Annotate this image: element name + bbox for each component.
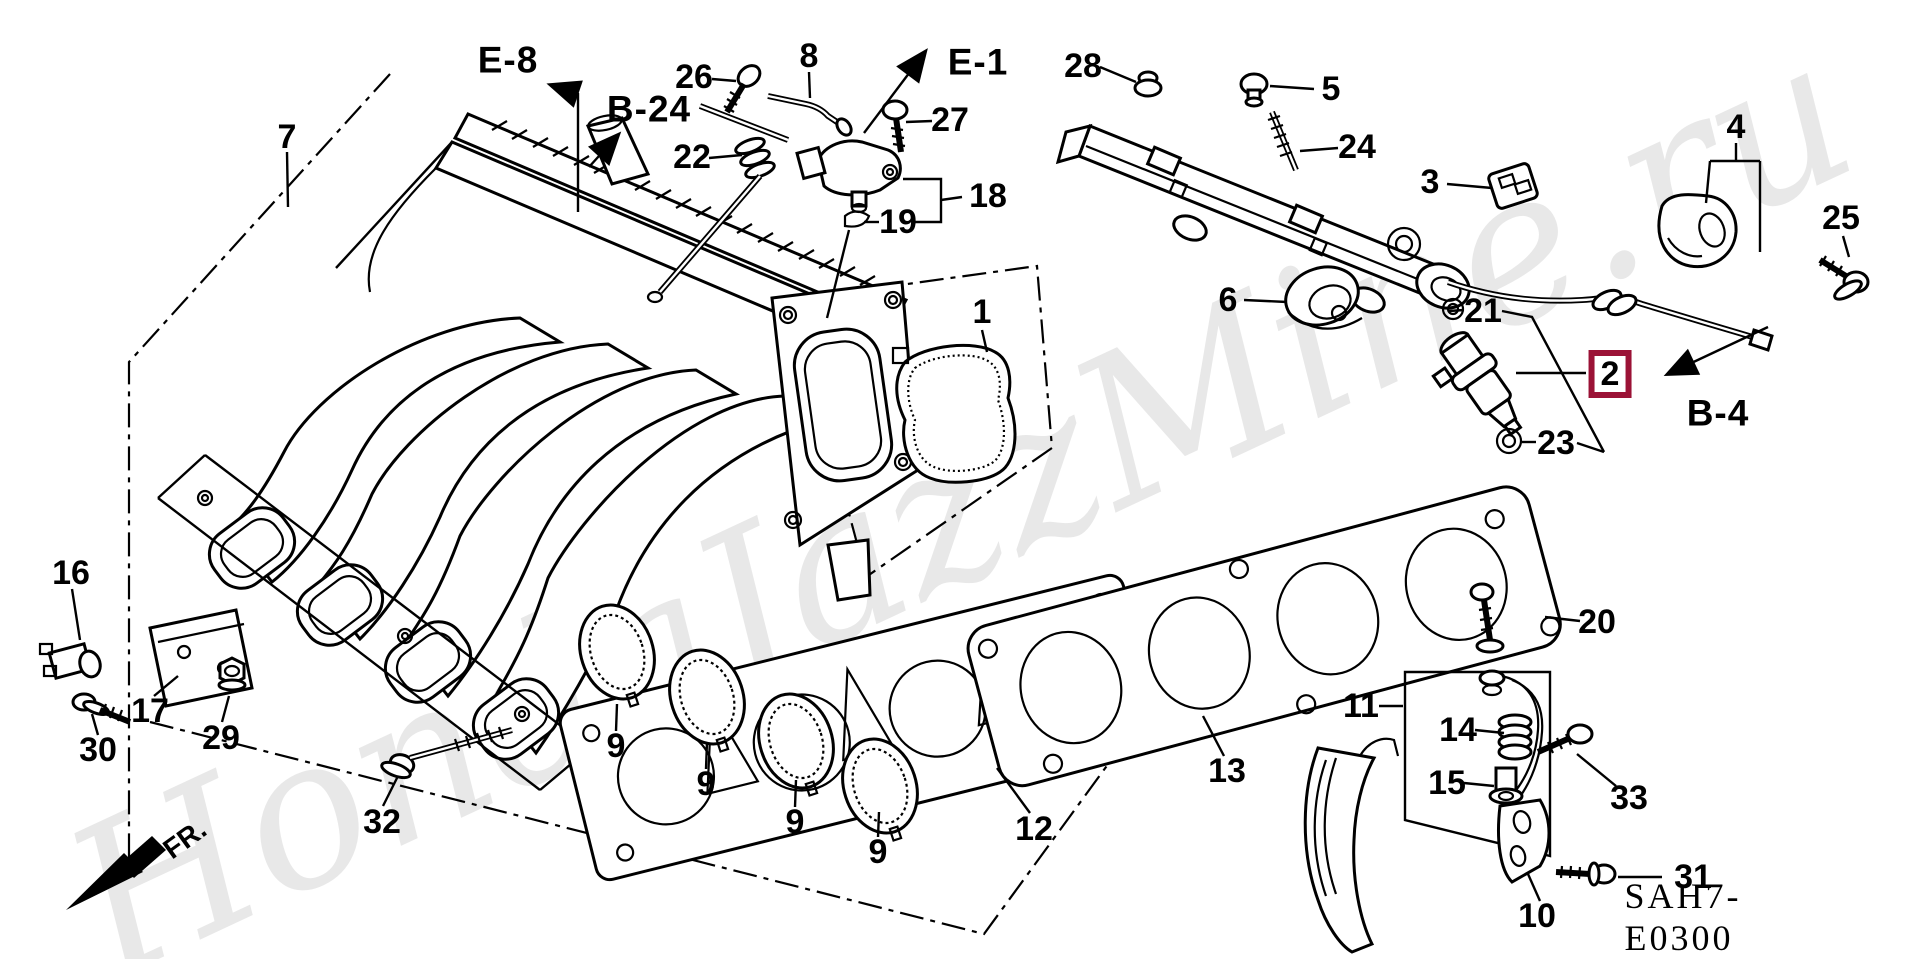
part-label-10[interactable]: 10 <box>1518 897 1556 935</box>
part-label-2[interactable]: 2 <box>1588 350 1632 398</box>
part-label-22[interactable]: 22 <box>673 138 711 176</box>
ref-label-e-1[interactable]: E-1 <box>947 41 1009 83</box>
part-label-4[interactable]: 4 <box>1726 108 1746 146</box>
part-label-25[interactable]: 25 <box>1822 199 1860 237</box>
part-label-19[interactable]: 19 <box>879 203 917 241</box>
part-label-16[interactable]: 16 <box>52 554 90 592</box>
hardware-top-drawing <box>723 64 909 153</box>
part-label-6[interactable]: 6 <box>1218 281 1238 319</box>
part-label-32[interactable]: 32 <box>363 803 401 841</box>
part-label-21[interactable]: 21 <box>1464 292 1502 330</box>
map-sensor-drawing <box>795 139 902 319</box>
part-label-13[interactable]: 13 <box>1208 752 1246 790</box>
leader-lines <box>70 48 1851 902</box>
fr-direction-arrow: FR. <box>66 813 212 910</box>
part-label-12[interactable]: 12 <box>1015 810 1053 848</box>
part-label-9[interactable]: 9 <box>696 765 716 803</box>
part-label-28[interactable]: 28 <box>1064 47 1102 85</box>
part-label-23[interactable]: 23 <box>1537 424 1575 462</box>
ref-label-b-24[interactable]: B-24 <box>606 88 692 130</box>
part-label-9[interactable]: 9 <box>785 803 805 841</box>
part-label-5[interactable]: 5 <box>1321 70 1341 108</box>
injector-drawing <box>1431 297 1523 455</box>
part-label-14[interactable]: 14 <box>1439 711 1477 749</box>
part-label-7[interactable]: 7 <box>277 118 297 156</box>
fr-label: FR. <box>157 813 212 865</box>
part-label-26[interactable]: 26 <box>675 58 713 96</box>
part-label-30[interactable]: 30 <box>79 731 117 769</box>
port-seals-drawing <box>578 603 919 842</box>
diagram-code: SAH7-E0300 <box>1624 876 1742 958</box>
insulator-drawing <box>1284 265 1363 330</box>
fuel-feed-pipe-drawing <box>1447 279 1774 352</box>
part-label-1[interactable]: 1 <box>972 293 992 331</box>
part-label-17[interactable]: 17 <box>131 692 169 730</box>
purge-valve-drawing <box>1403 582 1617 887</box>
part-label-9[interactable]: 9 <box>868 833 888 871</box>
part-label-9[interactable]: 9 <box>606 727 626 765</box>
part-label-24[interactable]: 24 <box>1338 128 1376 166</box>
part-label-20[interactable]: 20 <box>1578 603 1616 641</box>
part-label-3[interactable]: 3 <box>1420 163 1440 201</box>
part-label-11[interactable]: 11 <box>1343 687 1379 725</box>
throttle-gasket-drawing <box>891 343 1017 484</box>
left-hardware-drawing <box>38 608 513 780</box>
bracket-drawing <box>1303 737 1400 954</box>
pipe-clamp-drawing <box>1657 193 1870 301</box>
part-label-27[interactable]: 27 <box>931 101 969 139</box>
part-label-31[interactable]: 31 <box>1674 858 1712 896</box>
ref-label-b-4[interactable]: B-4 <box>1686 392 1750 434</box>
breather-pipe-drawing <box>646 93 853 304</box>
part-label-15[interactable]: 15 <box>1428 764 1466 802</box>
part-label-18[interactable]: 18 <box>969 177 1007 215</box>
part-label-33[interactable]: 33 <box>1610 779 1648 817</box>
ref-label-e-8[interactable]: E-8 <box>477 39 539 81</box>
part-label-29[interactable]: 29 <box>202 719 240 757</box>
manifold-gasket-drawing <box>966 485 1562 788</box>
part-label-8[interactable]: 8 <box>799 37 819 75</box>
